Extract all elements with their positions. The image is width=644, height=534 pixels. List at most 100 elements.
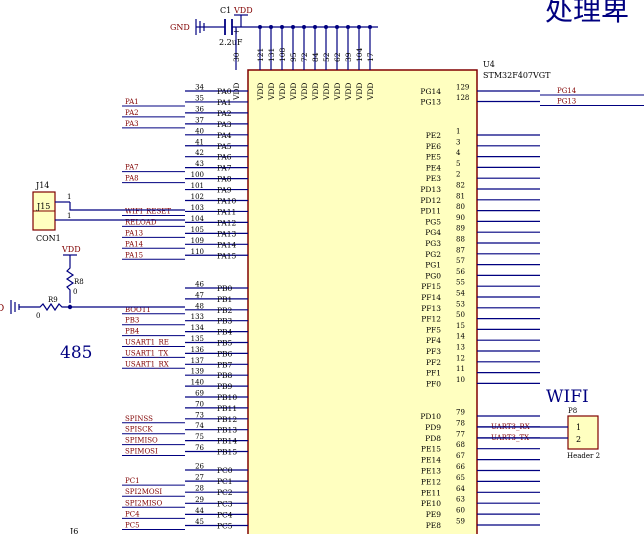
left-pin-number: 26 bbox=[195, 463, 204, 471]
left-pin-name: PA12 bbox=[217, 218, 237, 227]
right-pin-name: PG1 bbox=[425, 261, 441, 270]
left-pin-number: 40 bbox=[195, 127, 204, 135]
left-pin-name: PA14 bbox=[217, 240, 237, 249]
j14-ref: J14 bbox=[35, 181, 49, 190]
chip-ref: U4 bbox=[483, 60, 495, 69]
right-pin-name: PF1 bbox=[426, 369, 441, 378]
left-pin-name: PA15 bbox=[217, 251, 237, 260]
right-pin-number: 10 bbox=[456, 376, 465, 384]
j14-pin2: 1 bbox=[67, 212, 71, 220]
top-pin-name: VDD bbox=[311, 83, 320, 101]
right-pin-number: 12 bbox=[456, 354, 465, 362]
top-pin-name: VDD bbox=[355, 83, 364, 101]
cap-value: 2.2uF bbox=[219, 38, 243, 47]
right-pin-name: PG3 bbox=[425, 239, 441, 248]
right-pin-number: 5 bbox=[456, 160, 460, 168]
right-pin-number: 59 bbox=[456, 518, 465, 526]
top-pin-name: VDD bbox=[267, 83, 276, 101]
top-pin-junction bbox=[269, 25, 273, 29]
top-pin-name: VDD bbox=[256, 83, 265, 101]
top-pin-name: VDD bbox=[366, 83, 375, 101]
left-pin-number: 103 bbox=[191, 204, 204, 212]
left-pin-name: PB7 bbox=[217, 360, 233, 369]
left-pin-number: 102 bbox=[191, 193, 204, 201]
left-pin-name: PA11 bbox=[217, 207, 236, 216]
left-pin-number: 41 bbox=[195, 138, 204, 146]
left-pin-number: 45 bbox=[195, 518, 204, 526]
right-pin-number: 66 bbox=[456, 463, 465, 471]
left-net-label: SPINSS bbox=[125, 415, 153, 423]
cap-vdd: VDD bbox=[233, 6, 253, 15]
left-pin-number: 69 bbox=[195, 390, 204, 398]
left-pin-number: 100 bbox=[191, 171, 204, 179]
top-pin-junction bbox=[291, 25, 295, 29]
top-pin-number: 52 bbox=[322, 52, 331, 62]
left-pin-name: PB6 bbox=[217, 349, 233, 358]
left-pin-number: 74 bbox=[195, 422, 204, 430]
left-pin-number: 36 bbox=[195, 105, 204, 113]
left-pin-name: PB15 bbox=[217, 448, 237, 457]
left-pin-number: 104 bbox=[191, 215, 205, 223]
top-pins-group: 30VDD121VDD131VDD108VDD95VDD72VDD84VDD52… bbox=[232, 25, 375, 101]
left-net-label: SPISCK bbox=[125, 426, 153, 434]
left-net-label: USART1_TX bbox=[125, 349, 168, 357]
right-pin-name: PE2 bbox=[426, 131, 442, 140]
right-pin-number: 67 bbox=[456, 452, 465, 460]
top-pin-name: VDD bbox=[289, 83, 298, 101]
left-pin-number: 101 bbox=[191, 182, 204, 190]
right-pin-number: 89 bbox=[456, 225, 465, 233]
left-net-label: PA3 bbox=[125, 120, 139, 128]
left-net-label: USART1_RX bbox=[125, 360, 169, 368]
right-pin-number: 82 bbox=[456, 182, 465, 190]
left-pin-number: 37 bbox=[195, 116, 204, 124]
gnd-label: GND bbox=[170, 23, 190, 32]
left-pin-name: PA13 bbox=[217, 229, 237, 238]
left-net-label: PA1 bbox=[125, 98, 139, 106]
left-pin-number: 135 bbox=[191, 335, 204, 343]
top-pin-junction bbox=[313, 25, 317, 29]
left-net-label: SPIMISO bbox=[125, 437, 158, 445]
top-pin-name: VDD bbox=[322, 83, 331, 101]
r8-ref: R8 bbox=[74, 278, 84, 286]
sheet-title: 处理卑 bbox=[545, 0, 629, 27]
right-pin-name: PE9 bbox=[426, 510, 442, 519]
top-pin-name: VDD bbox=[278, 83, 287, 101]
right-pin-number: 11 bbox=[456, 365, 465, 373]
left-pin-name: PA3 bbox=[217, 120, 232, 129]
left-pin-number: 48 bbox=[195, 302, 204, 310]
right-pin-number: 128 bbox=[456, 94, 469, 102]
left-net-label: PA14 bbox=[125, 240, 144, 248]
left-pin-name: PA8 bbox=[217, 175, 232, 184]
left-pin-name: PA10 bbox=[217, 197, 237, 206]
left-pin-name: PC0 bbox=[217, 466, 233, 475]
left-net-label: SPI2MOSI bbox=[125, 488, 162, 496]
chip-body bbox=[247, 69, 478, 534]
right-pin-number: 3 bbox=[456, 138, 460, 146]
left-pin-name: PA0 bbox=[217, 87, 232, 96]
right-pin-number: 55 bbox=[456, 279, 465, 287]
top-pin-number: 84 bbox=[311, 52, 320, 62]
left-pin-name: PB2 bbox=[217, 306, 233, 315]
left-pin-number: 44 bbox=[195, 507, 204, 515]
top-pin-junction bbox=[357, 25, 361, 29]
right-pin-number: 1 bbox=[456, 128, 460, 136]
right-pin-name: PE4 bbox=[426, 163, 442, 172]
left-pin-name: PB10 bbox=[217, 393, 237, 402]
decoupling-cap bbox=[195, 14, 378, 35]
right-pin-number: 78 bbox=[456, 419, 465, 427]
left-pin-number: 109 bbox=[191, 237, 204, 245]
top-pin-junction bbox=[346, 25, 350, 29]
top-pin-junction bbox=[368, 25, 372, 29]
left-pin-name: PA7 bbox=[217, 164, 232, 173]
left-pin-name: PA9 bbox=[217, 186, 232, 195]
right-pin-name: PE11 bbox=[421, 488, 441, 497]
top-pin-number: 72 bbox=[300, 52, 309, 62]
wifi-header-body bbox=[567, 415, 599, 450]
r9-gnd-symbol bbox=[10, 300, 36, 314]
right-pin-name: PD9 bbox=[425, 423, 441, 432]
left-net-label: SPIMOSI bbox=[125, 448, 158, 456]
right-pin-name: PG0 bbox=[425, 271, 441, 280]
left-net-label: PA2 bbox=[125, 109, 139, 117]
right-pin-number: 15 bbox=[456, 322, 465, 330]
